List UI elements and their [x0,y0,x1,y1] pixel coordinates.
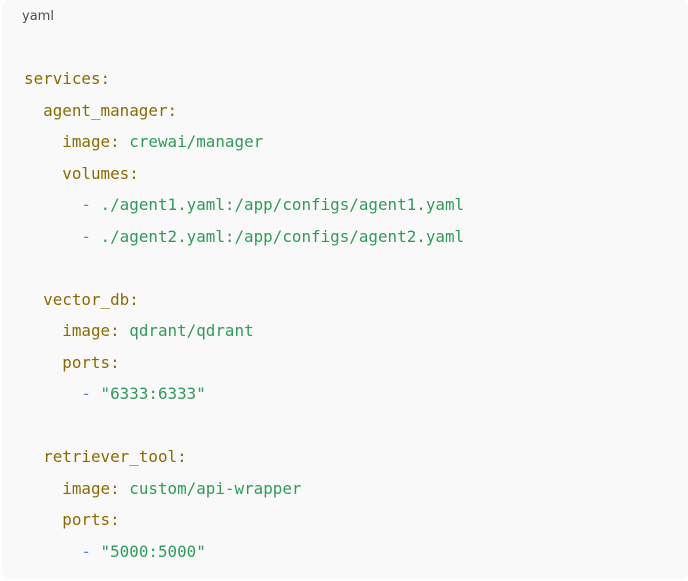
yaml-value: "5000:5000" [100,541,206,561]
code-line: agent_manager: [24,95,464,127]
code-line: - ./agent2.yaml:/app/configs/agent2.yaml [24,221,464,253]
code-line: - ./agent1.yaml:/app/configs/agent1.yaml [24,189,464,221]
list-dash: - [81,384,101,403]
yaml-value: ./agent2.yaml:/app/configs/agent2.yaml [100,226,465,246]
yaml-separator: : [177,447,187,466]
code-line: retriever_tool: [24,441,464,473]
yaml-separator: : [129,289,139,309]
list-dash: - [81,226,101,246]
code-line: services: [24,63,464,95]
yaml-separator: : [167,100,178,120]
code-line: ports: [24,347,464,379]
yaml-key: vector_db [43,289,130,309]
code-line: image: crewai/manager [24,126,464,158]
yaml-separator: : [110,510,120,529]
yaml-key: agent_manager [43,100,168,120]
yaml-key: services [24,69,101,88]
yaml-value: custom/api-wrapper [129,478,302,498]
code-content: services: agent_manager: image: crewai/m… [24,63,464,567]
code-line [24,252,464,284]
code-line: - "6333:6333" [24,378,464,410]
yaml-separator: : [110,132,130,151]
yaml-key: image [62,132,111,151]
yaml-key: retriever_tool [43,447,178,466]
yaml-separator: : [110,478,130,498]
list-dash: - [81,541,101,561]
yaml-key: image [62,321,111,340]
yaml-separator: : [110,352,120,372]
yaml-value: "6333:6333" [100,384,206,403]
yaml-key: image [62,478,111,498]
code-line: ports: [24,504,464,536]
list-dash: - [81,195,101,214]
language-label: yaml [22,9,54,24]
code-line [24,410,464,442]
yaml-value: crewai/manager [129,132,264,151]
yaml-separator: : [110,321,130,340]
code-line: volumes: [24,158,464,190]
yaml-separator: : [129,163,139,183]
yaml-value: ./agent1.yaml:/app/configs/agent1.yaml [100,195,465,214]
code-line: - "5000:5000" [24,536,464,568]
yaml-separator: : [100,69,111,88]
yaml-key: ports [62,510,111,529]
yaml-value: qdrant/qdrant [129,321,254,340]
code-line: image: qdrant/qdrant [24,315,464,347]
yaml-key: volumes [62,163,130,183]
code-line: image: custom/api-wrapper [24,473,464,505]
yaml-key: ports [62,352,111,372]
code-line: vector_db: [24,284,464,316]
